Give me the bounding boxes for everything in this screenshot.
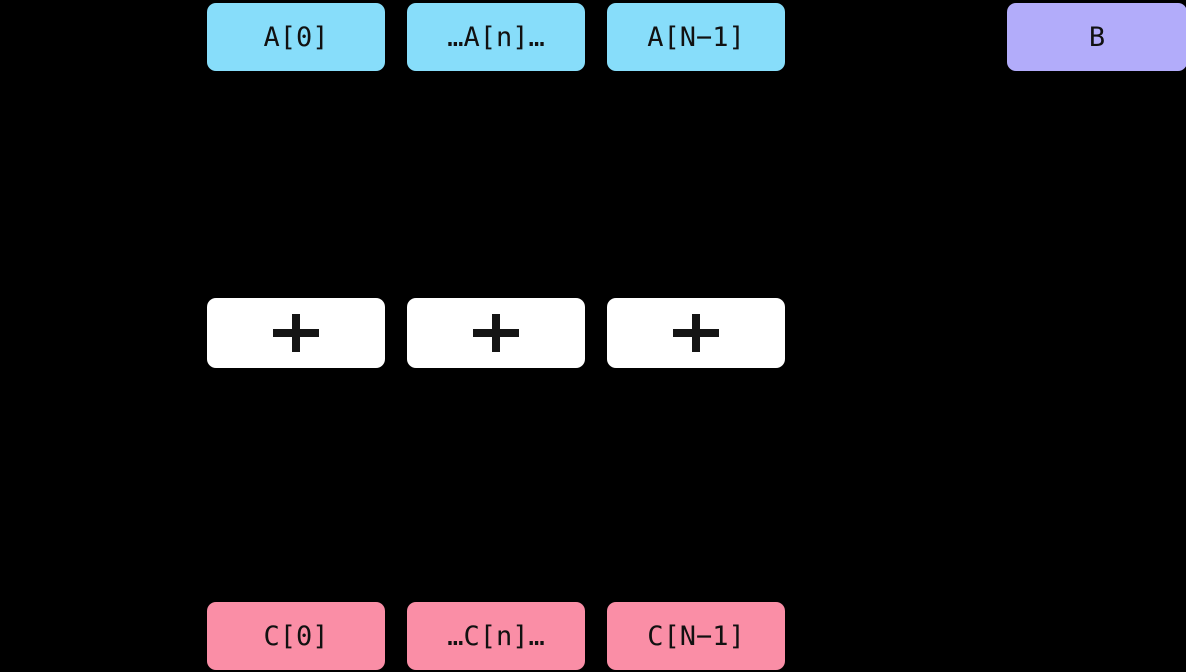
plus-icon xyxy=(273,314,319,352)
scalar-b-box: B xyxy=(1007,3,1186,71)
vector-c-cell-n: …C[n]… xyxy=(407,602,585,670)
vector-c-cell-0: C[0] xyxy=(207,602,385,670)
plus-icon xyxy=(673,314,719,352)
vector-c-cell-0-label: C[0] xyxy=(263,620,329,652)
vector-a-cell-last: A[N−1] xyxy=(607,3,785,71)
vector-a-cell-0-label: A[0] xyxy=(263,21,329,53)
add-operator-box-1 xyxy=(407,298,585,368)
vector-a-cell-0: A[0] xyxy=(207,3,385,71)
vector-a-cell-last-label: A[N−1] xyxy=(647,21,745,53)
vector-c-cell-last-label: C[N−1] xyxy=(647,620,745,652)
vector-c-cell-last: C[N−1] xyxy=(607,602,785,670)
vector-a-cell-n: …A[n]… xyxy=(407,3,585,71)
vector-c-cell-n-label: …C[n]… xyxy=(447,620,545,652)
add-operator-box-2 xyxy=(607,298,785,368)
vector-a-cell-n-label: …A[n]… xyxy=(447,21,545,53)
plus-icon xyxy=(473,314,519,352)
add-operator-box-0 xyxy=(207,298,385,368)
scalar-b-label: B xyxy=(1088,21,1106,53)
